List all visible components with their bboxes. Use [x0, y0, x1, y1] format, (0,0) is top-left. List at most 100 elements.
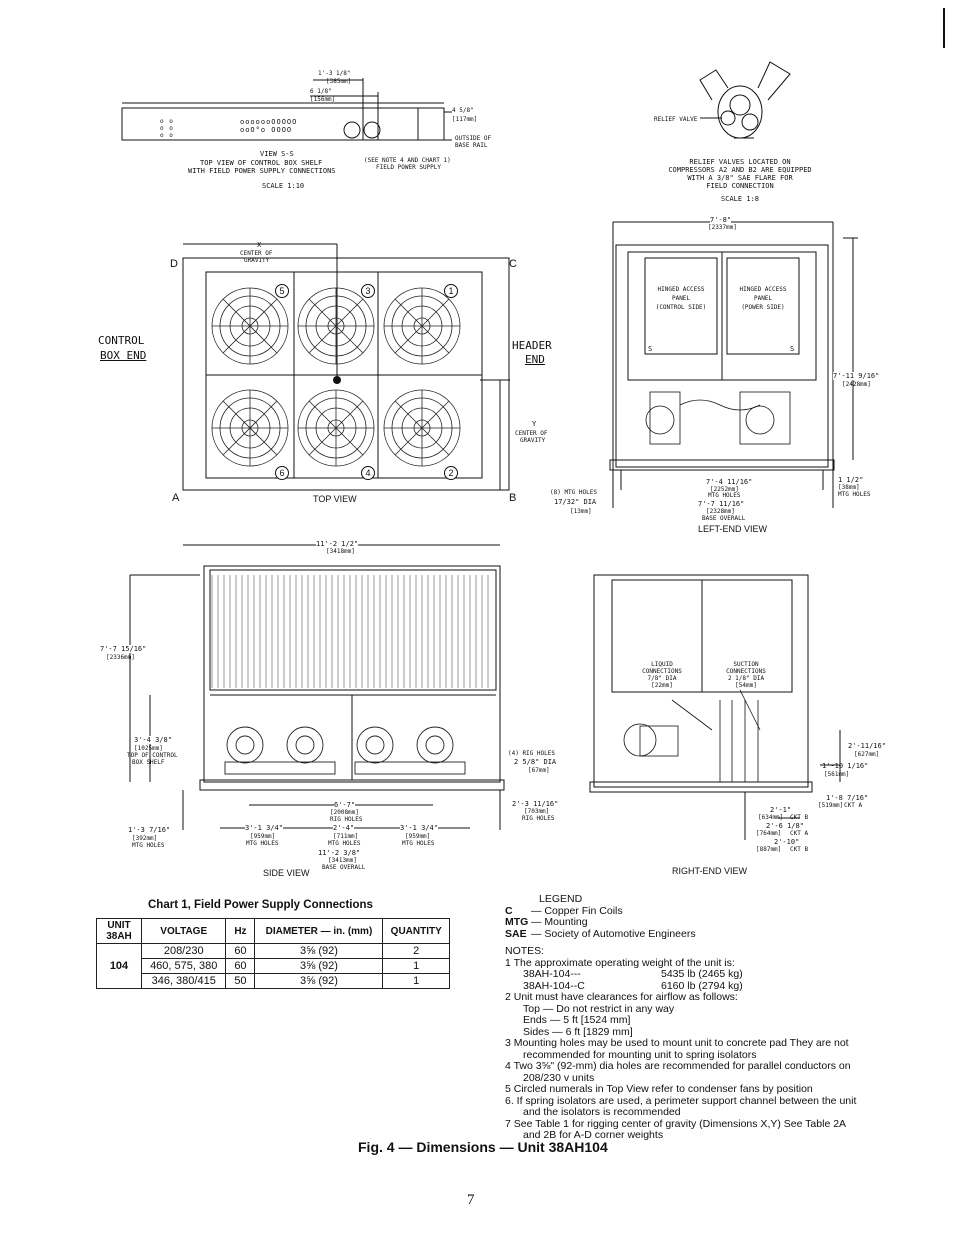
relief-caption1: RELIEF VALVES LOCATED ON: [689, 158, 791, 166]
right-dim-d1-label: CKT B: [790, 814, 809, 821]
hinged-panel-control-2: PANEL: [671, 295, 691, 302]
mtg-holes-dia: 17/32" DIA: [554, 498, 597, 506]
mtg-dim-2: 2'-4": [333, 824, 355, 832]
legend-abbr: SAE: [505, 927, 527, 940]
notes-title: NOTES:: [505, 945, 545, 957]
mtg-dim-1: 3'-1 3/4": [245, 824, 283, 832]
chart1-header-unit: UNIT 38AH: [96, 918, 142, 944]
table-cell: 1: [382, 958, 450, 974]
fan-4: [297, 389, 375, 467]
cog-label-2: GRAVITY: [244, 257, 270, 264]
note-6: 6. If spring isolators are used, a perim…: [505, 1094, 857, 1107]
hinged-panel-power-1: HINGED ACCESS: [739, 286, 787, 293]
legend-abbr: C: [505, 904, 513, 917]
fan-3: [297, 287, 375, 365]
table-cell: 50: [225, 973, 256, 989]
side-length: 11'-2 1/2": [316, 540, 359, 548]
rig-holes-dim: 6'-7": [334, 801, 356, 809]
section-s-right: S: [790, 345, 795, 353]
view-ss-caption2: WITH FIELD POWER SUPPLY CONNECTIONS: [188, 167, 336, 175]
center-of-gravity-marker: [333, 376, 341, 384]
note-2b: Ends — 5 ft [1524 mm]: [523, 1014, 631, 1026]
suction-label-mm: [54mm]: [735, 682, 757, 689]
hinged-panel-control-3: (CONTROL SIDE): [655, 304, 707, 311]
side-height: 7'-7 15/16": [100, 645, 147, 653]
field-power-label: FIELD POWER SUPPLY: [376, 164, 442, 171]
chart1-table: UNIT 38AH VOLTAGE Hz DIAMETER — in. (mm)…: [96, 918, 450, 989]
side-base-overall-mm: [3413mm]: [328, 857, 357, 864]
rig-height-dim-label: RIG HOLES: [522, 815, 555, 822]
note-3: 3 Mounting holes may be used to mount un…: [505, 1037, 849, 1049]
end-mtg-dim-label: MTG HOLES: [132, 842, 165, 849]
right-dim-d2-mm: [764mm]: [756, 830, 782, 837]
mtg-dim-3-mm: [959mm]: [405, 833, 431, 840]
rail-dim-mm: [38mm]: [838, 484, 860, 491]
outside-label: OUTSIDE OF: [455, 135, 492, 142]
top-view-label: TOP VIEW: [313, 494, 357, 504]
note-1a: 38AH-104---5435 lb (2465 kg): [505, 968, 895, 981]
header-end-2: END: [525, 353, 545, 366]
corner-a: A: [172, 492, 180, 504]
dim-x: X: [257, 241, 262, 249]
mtg-holes-count: (8) MTG HOLES: [550, 489, 597, 496]
shelf-height: 3'-4 3/8": [134, 736, 172, 744]
compressors: [224, 726, 466, 775]
note-4: 4 Two 3⅝" (92-mm) dia holes are recommen…: [505, 1060, 851, 1072]
right-dim-h3-label: CKT A: [844, 802, 863, 809]
mtg-dim-3-label: MTG HOLES: [402, 840, 435, 847]
figure-title: Fig. 4 — Dimensions — Unit 38AH104: [358, 1139, 608, 1155]
legend-text: — Copper Fin Coils: [531, 904, 623, 917]
view-ss-title: VIEW S-S: [260, 150, 294, 158]
relief-caption2: COMPRESSORS A2 AND B2 ARE EQUIPPED: [668, 166, 812, 174]
table-cell: 2: [382, 943, 450, 959]
mtg-dim-1-label: MTG HOLES: [246, 840, 279, 847]
fan-6: [211, 389, 289, 467]
mtg-dim-2-label: MTG HOLES: [328, 840, 361, 847]
side-base-overall: 11'-2 3/8": [318, 849, 361, 857]
left-mtg-dim: 7'-4 11/16": [706, 478, 753, 486]
hinged-panel-power-3: (POWER SIDE): [741, 304, 785, 311]
legend-item: MTG— Mounting: [505, 916, 895, 929]
rail-dim-label: MTG HOLES: [838, 491, 871, 498]
mtg-holes-mm: [13mm]: [570, 508, 592, 515]
dim-y: Y: [532, 420, 537, 428]
left-overall-dim-label: BASE OVERALL: [702, 515, 746, 522]
liquid-label-1: LIQUID: [651, 661, 673, 668]
right-dim-h2: 1'-10 1/16": [822, 762, 869, 770]
relief-scale: SCALE 1:8: [721, 195, 759, 203]
note-1a-model: 38AH-104---: [523, 968, 581, 980]
table-cell: 60: [225, 943, 256, 959]
cog-label-1: CENTER OF: [240, 250, 273, 257]
right-dim-d3: 2'-10": [774, 838, 800, 846]
note-2: 2 Unit must have clearances for airflow …: [505, 991, 738, 1003]
rig-holes-dia: 2 5/8" DIA: [514, 758, 557, 766]
corner-c: C: [509, 258, 517, 270]
chart1-header-quantity: QUANTITY: [382, 918, 450, 944]
side-length-mm: [3418mm]: [326, 548, 355, 555]
table-row: 346, 380/415 50 3⅝ (92) 1: [97, 973, 450, 989]
shelf-height-mm: [1025mm]: [134, 745, 163, 752]
side-base-overall-label: BASE OVERALL: [322, 864, 366, 871]
note-5: 5 Circled numerals in Top View refer to …: [505, 1083, 813, 1095]
right-end-view-label: RIGHT-END VIEW: [672, 866, 748, 876]
left-overall-dim: 7'-7 11/16": [698, 500, 745, 508]
table-row: 460, 575, 380 60 3⅝ (92) 1: [97, 958, 450, 974]
note-2a: Top — Do not restrict in any way: [523, 1002, 675, 1015]
left-overall-dim-mm: [2328mm]: [706, 508, 735, 515]
rig-holes-dim-label: RIG HOLES: [330, 816, 363, 823]
chart1-header-diameter: DIAMETER — in. (mm): [254, 918, 384, 944]
section-s-left: S: [648, 345, 653, 353]
left-height-mm: [2428mm]: [842, 381, 871, 388]
control-box-end-1: CONTROL: [98, 334, 145, 347]
shelf-label-2: BOX SHELF: [132, 759, 165, 766]
dim-6in-mm: [156mm]: [310, 96, 336, 103]
shelf-label-1: TOP OF CONTROL: [127, 752, 178, 759]
legend-title: LEGEND: [539, 893, 583, 905]
relief-caption3: WITH A 3/8" SAE FLARE FOR: [687, 174, 793, 182]
dim-6in: 6 1/8": [310, 88, 332, 95]
relief-valve-sketch: [699, 61, 791, 139]
hinged-panel-control-1: HINGED ACCESS: [657, 286, 705, 293]
note-7: 7 See Table 1 for rigging center of grav…: [505, 1117, 847, 1130]
rig-holes-dim-mm: [2008mm]: [330, 809, 359, 816]
